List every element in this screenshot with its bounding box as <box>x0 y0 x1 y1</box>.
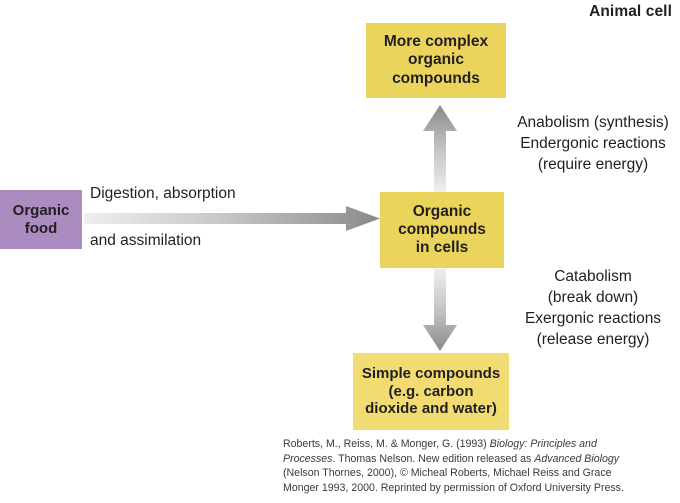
citation-line-2-italic-1: Processes <box>283 452 333 465</box>
node-organic-compounds-in-cells: Organic compounds in cells <box>380 192 504 268</box>
citation-line-1: Roberts, M., Reiss, M. & Monger, G. (199… <box>283 437 679 452</box>
edge-label-catabolism: Catabolism (break down) Exergonic reacti… <box>524 268 662 348</box>
citation-line-2: Processes. Thomas Nelson. New edition re… <box>283 452 679 467</box>
node-organic-food-label: Organic food <box>12 201 70 237</box>
citation-line-1-italic: Biology: Principles and <box>489 438 597 450</box>
node-organic-food: Organic food <box>0 190 82 249</box>
citation-line-2-plain: . Thomas Nelson. New edition released as <box>332 452 535 465</box>
up-arrow-icon <box>420 103 460 193</box>
citation-line-3: (Nelson Thornes, 2000), © Micheal Robert… <box>283 467 612 480</box>
down-arrow-icon <box>420 269 460 353</box>
right-arrow-icon <box>84 206 380 231</box>
citation-block: Roberts, M., Reiss, M. & Monger, G. (199… <box>283 437 679 495</box>
node-simple-compounds-label: Simple compounds (e.g. carbon dioxide an… <box>361 364 501 418</box>
edge-label-anabolism: Anabolism (synthesis) Endergonic reactio… <box>517 114 669 173</box>
edge-label-digestion-absorption: Digestion, absorption <box>90 185 236 202</box>
node-simple-compounds: Simple compounds (e.g. carbon dioxide an… <box>353 353 509 430</box>
edge-label-and-assimilation: and assimilation <box>90 232 202 249</box>
node-more-complex-organic-compounds-label: More complex organic compounds <box>383 33 489 87</box>
page-title: Animal cell <box>589 3 672 20</box>
node-more-complex-organic-compounds: More complex organic compounds <box>366 23 506 98</box>
citation-line-4: Monger 1993, 2000. Reprinted by permissi… <box>283 481 624 494</box>
citation-line-2-italic-2: Advanced Biology <box>534 452 620 465</box>
node-organic-compounds-in-cells-label: Organic compounds in cells <box>398 202 486 257</box>
citation-line-1-plain: Roberts, M., Reiss, M. & Monger, G. (199… <box>283 438 490 450</box>
